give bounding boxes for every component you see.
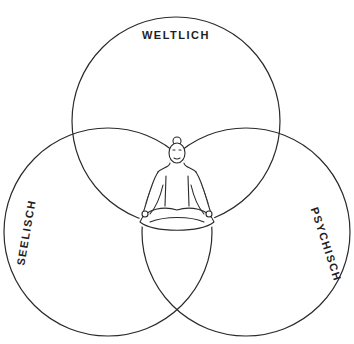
circle-label: WELTLICH bbox=[142, 30, 210, 41]
circle-outline bbox=[4, 128, 212, 336]
venn-circle: PSYCHISCH bbox=[142, 128, 350, 336]
circle-label: SEELISCH bbox=[15, 198, 37, 266]
circle-outline bbox=[72, 17, 280, 225]
venn-circle: SEELISCH bbox=[4, 128, 212, 336]
venn-circle: WELTLICH bbox=[72, 17, 280, 225]
circle-label: PSYCHISCH bbox=[309, 205, 343, 282]
